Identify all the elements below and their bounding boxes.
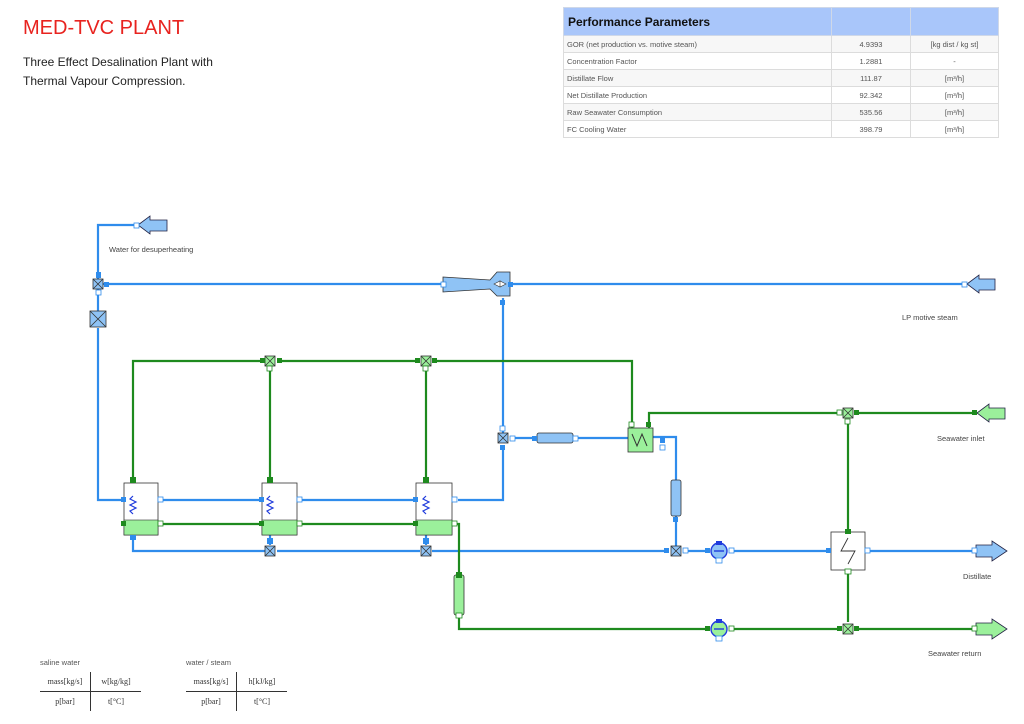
label-seawater-inlet: Seawater inlet	[937, 434, 985, 443]
condensate-pipe	[670, 479, 682, 517]
performance-row: Raw Seawater Consumption 535.56 [m³/h]	[563, 103, 999, 121]
feed-line-effect1	[131, 359, 265, 478]
performance-row: Concentration Factor 1.2881 -	[563, 52, 999, 70]
param-name: FC Cooling Water	[563, 120, 832, 138]
thermo-compressor	[442, 271, 511, 297]
seawater-to-condenser	[647, 411, 842, 428]
label-seawater-return: Seawater return	[928, 649, 981, 658]
param-unit: [m³/h]	[910, 103, 999, 121]
feed-header-2	[432, 359, 634, 428]
distillate-pump	[710, 542, 728, 560]
splitter-feed-2	[420, 355, 432, 367]
performance-header-unit	[910, 7, 999, 36]
subtitle-line-1: Three Effect Desalination Plant with	[23, 55, 213, 69]
performance-row: FC Cooling Water 398.79 [m³/h]	[563, 120, 999, 138]
splitter-ejector-outlet	[497, 432, 509, 444]
legend-table: mass[kg/s] w[kg/kg] p[bar] t[°C]	[40, 672, 141, 711]
page-title: MED-TVC PLANT	[23, 17, 185, 39]
desuperheater	[89, 310, 107, 328]
vapour-pipe	[536, 432, 574, 444]
pipe-elements	[453, 432, 682, 616]
brine-outlet-line	[452, 522, 461, 575]
legend-mass: mass[kg/s]	[40, 672, 91, 692]
distillate-arrow	[975, 540, 1008, 562]
effect-1	[123, 482, 159, 536]
effect1-steam-line	[96, 328, 124, 502]
param-value: 4.9393	[831, 35, 911, 53]
splitter-feed-1	[264, 355, 276, 367]
legend-mass: mass[kg/s]	[186, 672, 237, 692]
steam-lines	[96, 223, 975, 553]
param-unit: [m³/h]	[910, 69, 999, 87]
lp-steam-arrow	[966, 274, 996, 294]
param-name: GOR (net production vs. motive steam)	[563, 35, 832, 53]
effect-3	[415, 482, 453, 536]
seawater-return-arrow	[975, 618, 1008, 640]
param-name: Raw Seawater Consumption	[563, 103, 832, 121]
mixer-distillate-3	[670, 545, 682, 557]
desuperheat-water-line	[96, 223, 137, 284]
condenser-drain-line	[653, 435, 678, 480]
legend-table: mass[kg/s] h[kJ/kg] p[bar] t[°C]	[186, 672, 287, 711]
performance-header-row: Performance Parameters	[563, 7, 999, 36]
legend-p: p[bar]	[55, 697, 75, 706]
label-desuperheat-water: Water for desuperheating	[109, 245, 193, 254]
splitter-seawater-inlet	[842, 407, 854, 419]
param-unit: [m³/h]	[910, 120, 999, 138]
performance-row: GOR (net production vs. motive steam) 4.…	[563, 35, 999, 53]
effect-2	[261, 482, 298, 536]
legend-saline-water: saline water mass[kg/s] w[kg/kg] p[bar] …	[40, 658, 141, 711]
legend-t: t[°C]	[236, 691, 287, 711]
performance-title: Performance Parameters	[563, 7, 832, 36]
mixer-distillate-1	[264, 545, 276, 557]
seawater-lines	[131, 359, 975, 631]
legend-caption: water / steam	[186, 658, 232, 667]
performance-table: Performance Parameters GOR (net producti…	[563, 7, 999, 138]
performance-row: Net Distillate Production 92.342 [m³/h]	[563, 86, 999, 104]
effect3-vapour-line	[458, 445, 505, 502]
final-condenser	[627, 427, 654, 453]
distillate-cooler	[830, 531, 866, 571]
brine-to-pump	[457, 615, 709, 631]
seawater-inlet-arrow	[976, 403, 1006, 423]
port-markers	[95, 222, 978, 642]
splitters	[89, 278, 854, 635]
legend-w: w[kg/kg]	[90, 672, 141, 692]
distillate-collect-1	[131, 535, 265, 553]
legend-water-steam: water / steam mass[kg/s] h[kJ/kg] p[bar]…	[186, 658, 287, 711]
brine-pipe	[453, 574, 465, 616]
desuperheat-water-arrow	[137, 215, 168, 235]
page-subtitle: Three Effect Desalination Plant with The…	[23, 53, 283, 91]
splitter-desuperheat	[92, 278, 104, 290]
label-distillate: Distillate	[963, 572, 991, 581]
legend-caption: saline water	[40, 658, 81, 667]
subtitle-line-2: Thermal Vapour Compression.	[23, 74, 186, 88]
mixer-seawater-return	[842, 623, 854, 635]
param-value: 535.56	[831, 103, 911, 121]
seawater-pump	[710, 620, 728, 638]
legend-h: h[kJ/kg]	[236, 672, 287, 692]
legend-p: p[bar]	[201, 697, 221, 706]
label-lp-steam: LP motive steam	[902, 313, 958, 322]
legend-t: t[°C]	[90, 691, 141, 711]
mixer-distillate-2	[420, 545, 432, 557]
